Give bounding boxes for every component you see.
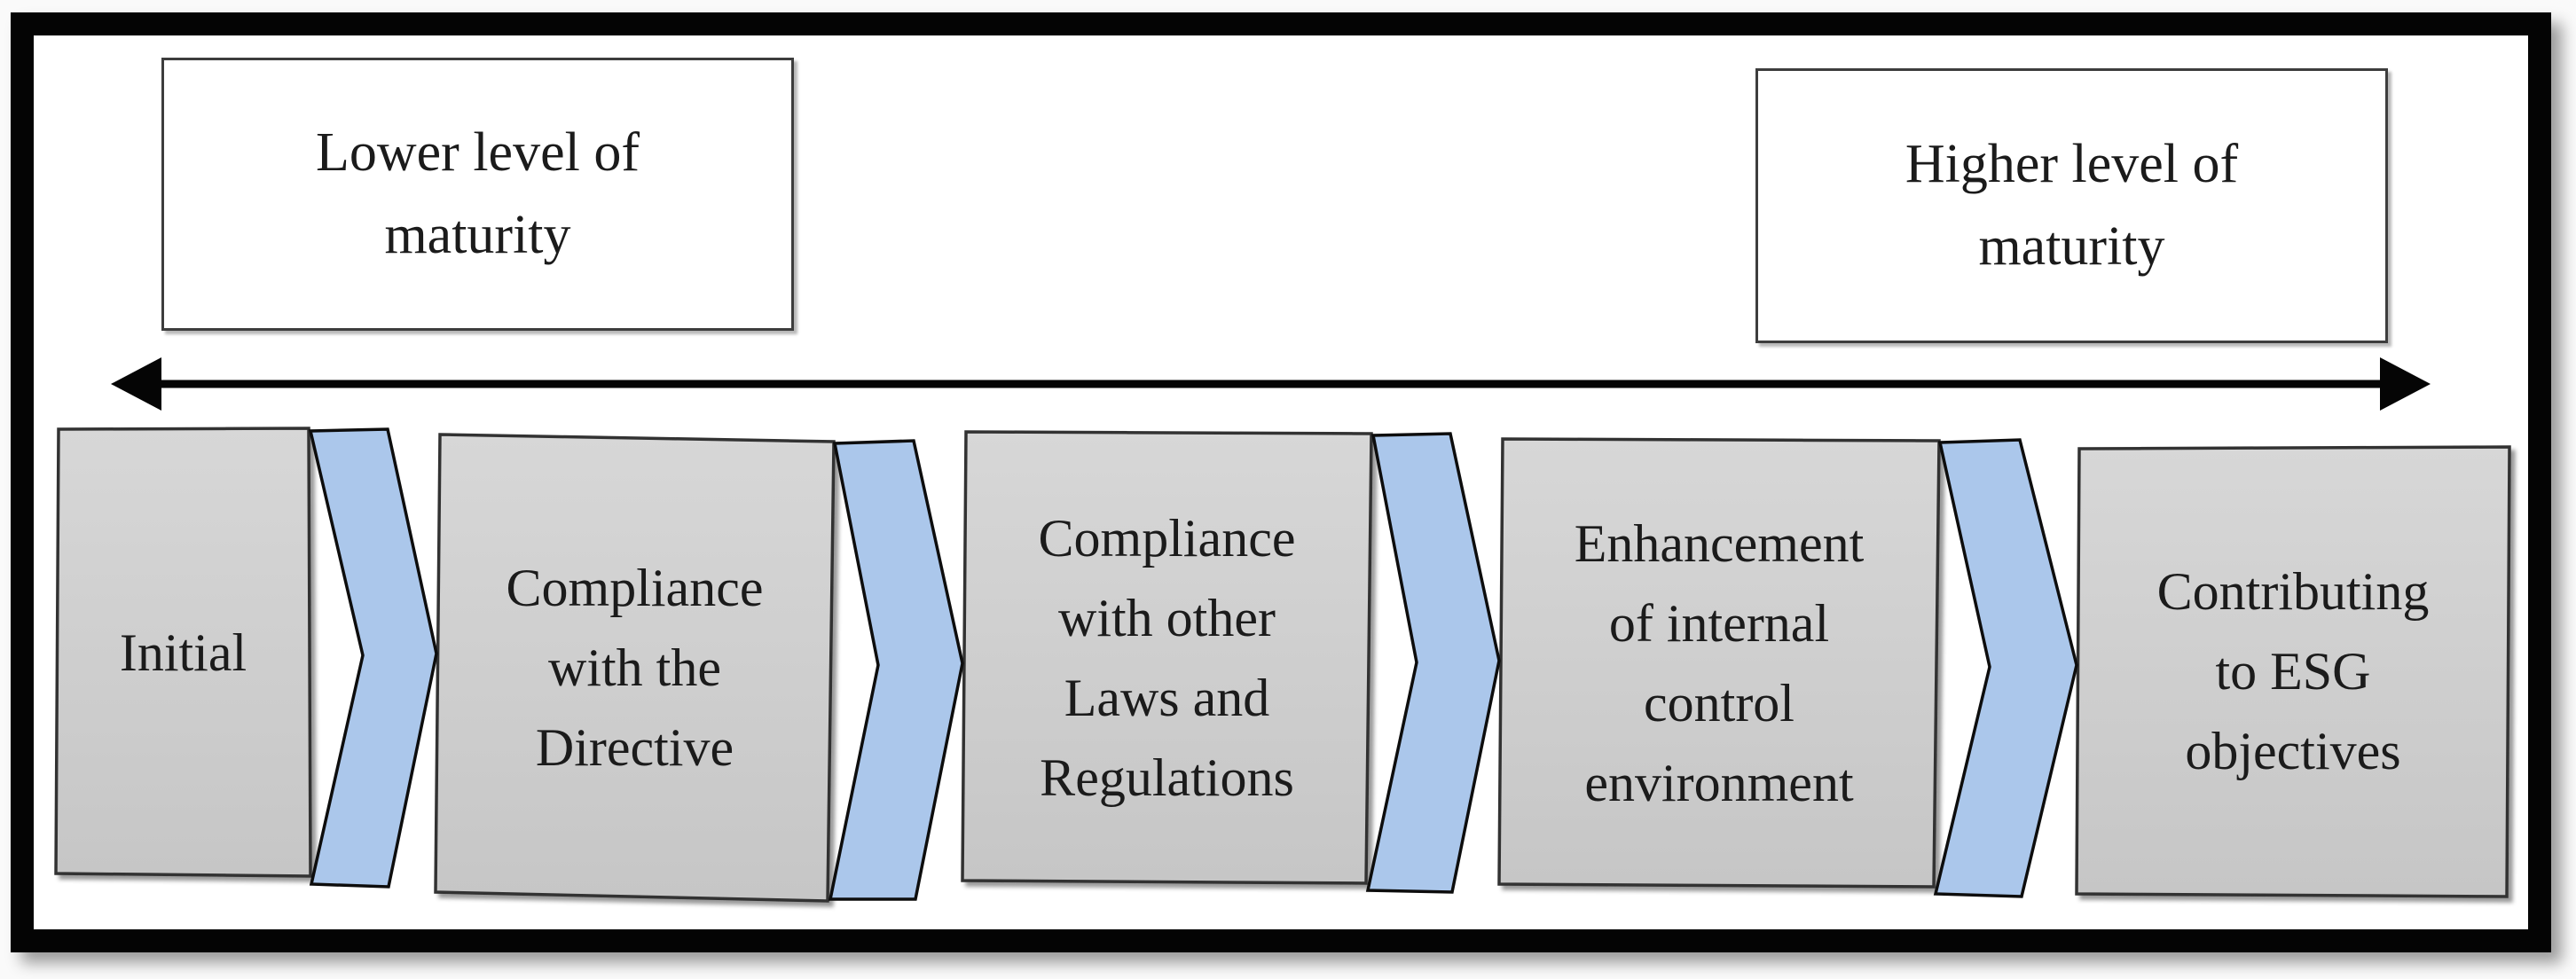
stage-shape-compliance-directive — [434, 433, 836, 903]
stage-shape-compliance-other-laws — [961, 430, 1373, 885]
lower-maturity-label-box: Lower level of maturity — [161, 58, 794, 331]
chevron-right-icon-1 — [308, 427, 438, 889]
stage-shape-initial — [54, 427, 312, 878]
chevron-right-icon-2 — [828, 439, 964, 901]
chevron-right-icon-4 — [1933, 438, 2078, 898]
chevron-right-icon-3 — [1365, 432, 1501, 894]
higher-maturity-label-box: Higher level of maturity — [1755, 68, 2388, 343]
double-arrow-icon — [111, 357, 2431, 411]
stage-shape-internal-control — [1497, 437, 1941, 889]
lower-maturity-label: Lower level of maturity — [316, 122, 640, 265]
higher-maturity-label: Higher level of maturity — [1905, 134, 2239, 277]
stage-shape-esg-objectives — [2075, 445, 2511, 898]
